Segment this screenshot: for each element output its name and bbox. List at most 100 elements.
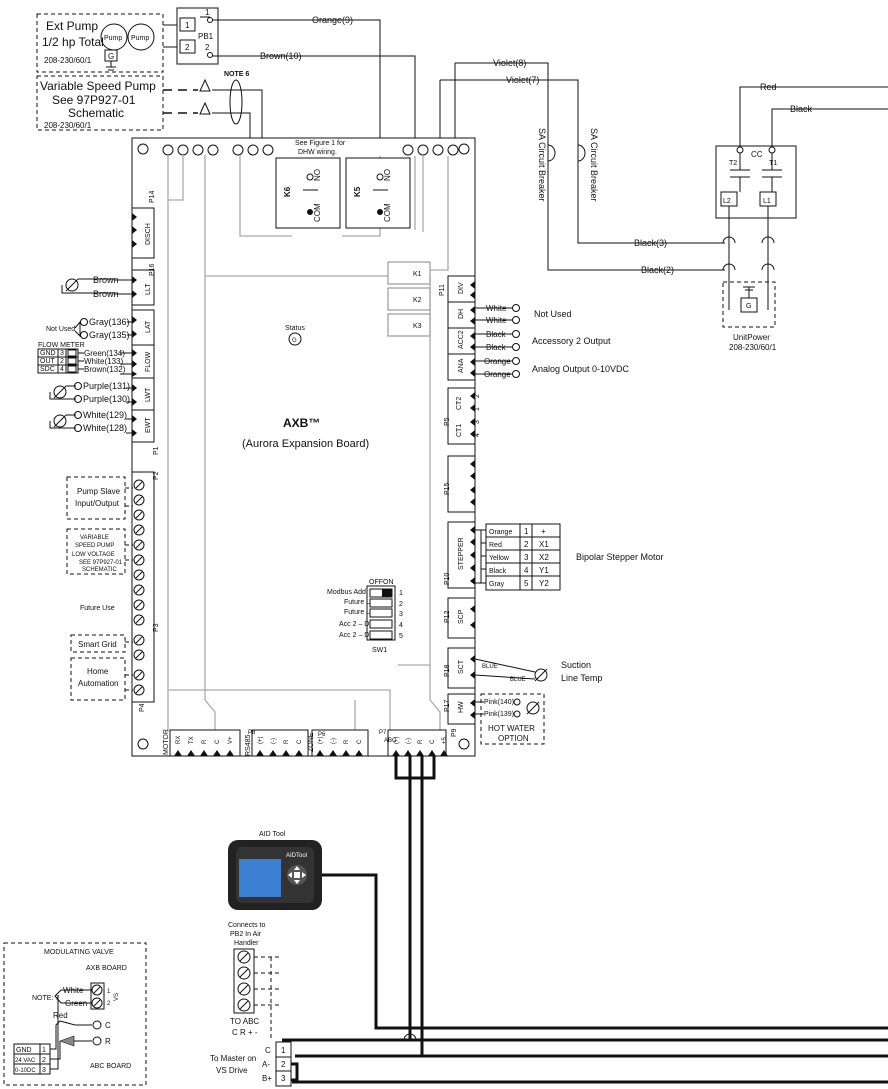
svg-text:2: 2 [205, 43, 210, 52]
aid-tool-screen [239, 859, 281, 897]
llt-brown-1: Brown [93, 275, 119, 285]
flow-meter-title: FLOW METER [38, 342, 85, 349]
fm-num-3: 3 [60, 350, 64, 357]
dip-num-3: 3 [399, 611, 403, 618]
rc-dh: DH [458, 309, 465, 319]
right-output-wiring: White White Not Used Black Black Accesso… [474, 304, 664, 745]
bc-zone: ZONE [308, 732, 315, 752]
stepper-num-5: 5 [524, 579, 529, 588]
modulating-valve-block: MODULATING VALVE AXB BOARD NOTE: 7 1 2 V… [3, 942, 147, 1086]
ct-num-4: 4 [474, 433, 481, 437]
dip-row-5[interactable]: Acc 2 – Dip 5 5 [339, 630, 403, 640]
sa-breaker-2-icon [577, 144, 586, 162]
mod-valve-title: MODULATING VALVE [44, 949, 114, 956]
dip-num-1: 1 [399, 590, 403, 597]
valve-actuator-icon [59, 1035, 75, 1047]
note-6-loop [229, 79, 243, 125]
stepper-pin-y2: Y2 [539, 579, 549, 588]
mod-24vac: 24 VAC [15, 1058, 36, 1064]
dh-not-used: Not Used [534, 309, 572, 319]
dip-sw1-label: SW1 [372, 647, 387, 654]
board-subtitle: (Aurora Expansion Board) [242, 438, 369, 450]
to-master-vs-drive: To Master on VS Drive 1 2 3 C A- B+ [210, 1041, 299, 1087]
mod-red: Red [53, 1011, 68, 1020]
ct-num-3: 3 [474, 420, 481, 424]
rs485-pin-plus: (+) [258, 736, 264, 744]
lc-p3: P3 [153, 623, 160, 632]
zone-pin-plus: (+) [318, 736, 324, 744]
dip-switch-sw1: OFF ON Modbus Add. ID 1 Future Use 2 Fut… [327, 579, 403, 654]
smart-grid-label: Smart Grid [78, 640, 117, 649]
to-master-label-2: VS Drive [216, 1066, 248, 1075]
orange-9-label: Orange(9) [312, 15, 353, 25]
home-automation-1: Home [87, 667, 109, 676]
stepper-pin-y1: Y1 [539, 566, 549, 575]
relay-k5-no: NO [383, 169, 392, 181]
master-num-2: 2 [281, 1060, 286, 1069]
stepper-color-3: Yellow [489, 555, 510, 562]
lc-disch: DISCH [145, 223, 152, 245]
ext-pump-title: Ext Pump [46, 19, 98, 33]
white-133: White(133) [84, 357, 123, 366]
relay-k6-no: NO [313, 169, 322, 181]
mod-vs-label: VS [114, 993, 120, 1001]
pump-label-1: Pump [104, 35, 122, 42]
warning-triangle-1-icon [199, 78, 211, 92]
svg-text:1: 1 [185, 21, 190, 30]
brown-10-wire [212, 55, 416, 140]
relay-k5-label: K5 [353, 186, 362, 197]
vsp-lv-4: SEE 97P927-01 [79, 560, 123, 566]
acc2-black-1: Black [486, 330, 507, 339]
vsp-lv-2: SPEED PUMP [75, 543, 114, 549]
dip-row-3[interactable]: Future Use 3 [344, 608, 403, 618]
hot-water-option-box [480, 693, 545, 745]
screw-terminals-left [133, 479, 145, 696]
violet-7-label: Violet(7) [506, 75, 539, 85]
lc-lwt: LWT [145, 387, 152, 402]
sa-breaker-label-1: SA Circuit Breaker [537, 128, 547, 202]
rc-p9: P9 [451, 728, 458, 737]
l2-label: L2 [723, 198, 731, 205]
stepper-pin-x2: X2 [539, 553, 549, 562]
rs485-pin-minus: (-) [271, 738, 277, 744]
unit-ground-label: G [746, 303, 751, 310]
dip-row-4[interactable]: Acc 2 – Dip 4 4 [339, 619, 403, 629]
lwt-thermistor-icon [53, 385, 67, 399]
dip-label-4: Acc 2 – Dip 4 [339, 621, 381, 628]
stepper-pin-x1: X1 [539, 540, 549, 549]
left-sensor-wiring: Brown Brown Not Used Gray(136) Gray(135)… [37, 275, 132, 434]
hot-water-label: HOT WATER [488, 724, 535, 733]
rs485-pin-r: R [284, 739, 290, 744]
stepper-color-5: Gray [489, 581, 505, 588]
dip-label-3: Future Use [344, 609, 379, 616]
bc-motor: MOTOR [163, 729, 170, 755]
status-label: Status [285, 325, 305, 332]
motor-pin-c: C [215, 739, 221, 744]
motor-pin-r: R [202, 739, 208, 744]
rc-ct2: CT2 [456, 397, 463, 410]
dip-row-2[interactable]: Future Use 2 [344, 598, 403, 608]
aid-tool[interactable]: AID Tool AIDTool [228, 831, 322, 910]
l1-label: L1 [763, 198, 771, 205]
to-abc-pins: C R + - [232, 1028, 258, 1037]
orange-9-wire [212, 19, 381, 140]
rc-p18: P18 [444, 664, 451, 677]
white-128: White(128) [83, 423, 127, 433]
left-connectors: P14 DISCH P16 LLT LAT FLOW LWT EWT P1 P2… [131, 190, 160, 712]
pb1-label: PB1 [198, 32, 214, 41]
motor-pin-vplus: V+ [228, 736, 234, 744]
ana-orange-1: Orange [484, 357, 511, 366]
dip-row-1[interactable]: Modbus Add. ID 1 [327, 588, 403, 598]
zone-pin-minus: (-) [331, 738, 337, 744]
mod-num-1: 1 [42, 1047, 46, 1054]
purple-131: Purple(131) [83, 381, 130, 391]
lc-p4: P4 [139, 703, 146, 712]
rc-sct: SCT [458, 659, 465, 674]
rc-stepper: STEPPER [458, 537, 465, 570]
home-automation-2: Automation [78, 679, 118, 688]
abc-pin-5v: +5 [442, 736, 448, 744]
vsp-sub2: Schematic [68, 106, 124, 120]
power-section: SA Circuit Breaker SA Circuit Breaker Bl… [535, 62, 888, 352]
abc-pin-c: C [430, 739, 436, 744]
